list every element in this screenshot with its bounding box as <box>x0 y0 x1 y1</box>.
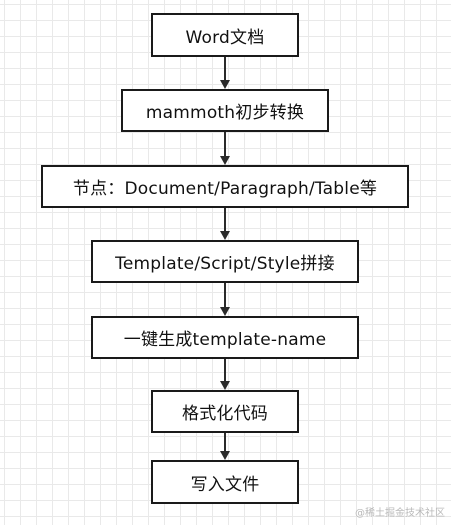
watermark-text: @稀土掘金技术社区 <box>355 508 445 519</box>
node-format-code: 格式化代码 <box>151 390 299 433</box>
arrow-format-to-write <box>224 433 226 451</box>
node-template-script-style: Template/Script/Style拼接 <box>91 240 359 283</box>
node-generate-template-name: 一键生成template-name <box>91 316 359 359</box>
arrowhead-generate-to-format <box>220 381 230 390</box>
arrow-concat-to-generate <box>224 283 226 307</box>
arrowhead-concat-to-generate <box>220 307 230 316</box>
node-word-document: Word文档 <box>151 13 299 57</box>
node-mammoth-conversion: mammoth初步转换 <box>121 89 329 132</box>
arrow-word-to-mammoth <box>224 57 226 80</box>
node-write-file: 写入文件 <box>151 460 299 504</box>
arrow-nodes-to-concat <box>224 208 226 231</box>
arrowhead-word-to-mammoth <box>220 80 230 89</box>
arrow-mammoth-to-nodes <box>224 132 226 156</box>
node-document-paragraph-table: 节点：Document/Paragraph/Table等 <box>41 165 409 208</box>
arrow-generate-to-format <box>224 359 226 381</box>
arrowhead-mammoth-to-nodes <box>220 156 230 165</box>
arrowhead-format-to-write <box>220 451 230 460</box>
arrowhead-nodes-to-concat <box>220 231 230 240</box>
